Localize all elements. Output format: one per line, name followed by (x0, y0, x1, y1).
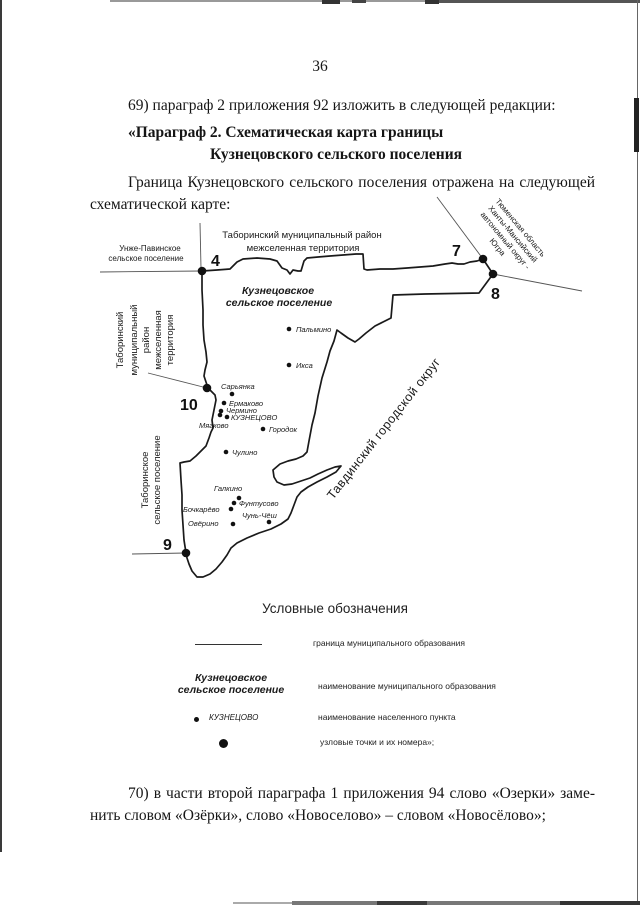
map-label-unzhe-pavinskoe-line1: Унже-Павинское (119, 244, 181, 253)
taborinskoe-line1: Таборинское (140, 452, 151, 509)
vertical-word-2: муниципальный (129, 305, 140, 376)
scan-artifact-bottom-dash (560, 901, 640, 905)
settlement-point-ovyorino (230, 521, 236, 527)
map-label-tavdinsky-okrug: Тавдинский городской округ (324, 355, 443, 502)
thin-line-node4-north (199, 222, 202, 269)
settlement-point-myagkovo (217, 412, 223, 418)
node-number-4: 4 (211, 253, 220, 270)
scan-artifact-top-dash (425, 0, 439, 4)
scan-artifact-top-dash (352, 0, 366, 3)
legend-settlement-dot-symbol (194, 717, 199, 722)
node-point-9 (181, 548, 191, 558)
heading-line-1: «Параграф 2. Схематическая карта границы (128, 124, 444, 141)
legend-title: Условные обозначения (262, 601, 408, 616)
settlement-point-kuznetsovo (224, 414, 230, 420)
node-points (181, 254, 498, 558)
scan-artifact-top-band (110, 0, 640, 2)
neighbour-boundary-lines (99, 196, 583, 555)
map-label-chun-chyosh: Чунь-Чёш (242, 511, 278, 520)
scan-artifact-left-edge (0, 0, 2, 852)
intro-line-1: Граница Кузнецовского сельского поселени… (128, 174, 595, 191)
map-label-taborinsky-district-line2: межселенная территория (247, 243, 360, 254)
scan-artifact-bottom-band (292, 901, 640, 905)
thin-line-node7-northeast (436, 196, 484, 260)
thin-line-node9-west (131, 552, 187, 555)
map-label-gorodok: Городок (269, 425, 297, 434)
node-number-7: 7 (452, 243, 461, 260)
node-number-8: 8 (491, 286, 500, 303)
map-label-palmino: Пальмино (296, 325, 331, 334)
settlement-point-galkino (236, 495, 242, 501)
paragraph-70-line-2: нить словом «Озёрки», слово «Новоселово»… (90, 807, 546, 824)
scan-artifact-bottom-dash (377, 901, 427, 905)
legend-municipality-name-symbol: Кузнецовское сельское поселение (160, 672, 302, 696)
settlement-point-chulino (223, 449, 229, 455)
map-label-myagkovo: Мягково (199, 421, 229, 430)
legend-node-label: узловые точки и их номера»; (320, 737, 435, 747)
paragraph-70-line-1: 70) в части второй параграфа 1 приложени… (128, 785, 595, 802)
settlement-point-gorodok (260, 426, 266, 432)
map-label-funtusovo: Фунтусово (239, 499, 279, 508)
settlement-point-iksa (286, 362, 292, 368)
map-label-chulino: Чулино (232, 448, 257, 457)
scan-artifact-right-blob (634, 98, 639, 152)
map-label-kuznetsovo: КУЗНЕЦОВО (231, 413, 277, 422)
legend-settlement-name-symbol: КУЗНЕЦОВО (209, 713, 259, 722)
map-label-unzhe-pavinskoe-line2: сельское поселение (108, 254, 184, 263)
legend-boundary-label: граница муниципального образования (313, 638, 466, 648)
node-point-7 (478, 254, 488, 264)
paragraph-69: 69) параграф 2 приложения 92 изложить в … (128, 97, 556, 114)
map-label-galkino: Галкино (214, 484, 242, 493)
intro-line-2: схематической карте: (90, 196, 231, 213)
thin-line-node10-west (147, 372, 208, 389)
settlement-points (217, 326, 292, 527)
map-label-bochkaryovo: Бочкарёво (183, 505, 220, 514)
settlement-point-ermakovo (221, 400, 227, 406)
scan-artifact-top-dash (322, 0, 340, 4)
heading-line-2: Кузнецовского сельского поселения (210, 146, 463, 163)
vertical-word-3: район (141, 327, 152, 353)
legend-municipality-label: наименование муниципального образования (318, 681, 496, 691)
vertical-word-1: Таборинский (115, 312, 126, 369)
scan-artifact-right-edge (636, 0, 638, 905)
page-number: 36 (312, 58, 328, 75)
scan-artifact-top-band-dark (430, 0, 640, 3)
settlement-point-palmino (286, 326, 292, 332)
map-label-ovyorino: Овёрино (188, 519, 219, 528)
node-point-4 (197, 266, 207, 276)
legend-municipality-name-line1: Кузнецовское (194, 672, 268, 684)
thin-line-node8-southeast (492, 273, 583, 292)
settlement-point-funtusovo (231, 500, 237, 506)
scan-artifact-bottom-band (233, 902, 293, 904)
map-label-taborinsky-district-vertical: Таборинский муниципальный район межселен… (115, 305, 176, 376)
map-label-tyumen-oblast: Тюменская область Ханты-Мансийский автон… (479, 197, 548, 271)
thin-line-node4-west (99, 270, 203, 273)
legend-settlement-label: наименование населенного пункта (318, 712, 456, 722)
settlement-point-chermino (218, 408, 224, 414)
map-label-iksa: Икса (296, 361, 313, 370)
legend-municipality-name-line2: сельское поселение (177, 684, 285, 696)
legend-node-dot-symbol (219, 739, 228, 748)
map-label-kuznetsovskoe-line2: сельское поселение (226, 297, 333, 309)
settlement-point-bochkaryovo (228, 506, 234, 512)
node-number-10: 10 (180, 397, 198, 414)
map-label-taborinsky-district-line1: Таборинский муниципальный район (222, 230, 381, 241)
settlement-point-chun-chyosh (266, 519, 272, 525)
node-point-8 (488, 269, 498, 279)
map-label-ermakovo: Ермаково (229, 399, 263, 408)
municipal-boundary-outline (179, 253, 494, 578)
map-label-taborinskoe-vertical: Таборинское сельское поселение (140, 435, 163, 524)
map-label-saryanka: Сарьянка (221, 382, 255, 391)
map-label-kuznetsovskoe-line1: Кузнецовское (242, 285, 314, 297)
node-number-9: 9 (163, 537, 172, 554)
vertical-word-4: межселенная (153, 310, 164, 370)
vertical-word-5: территория (165, 315, 176, 366)
taborinskoe-line2: сельское поселение (152, 435, 163, 524)
node-point-10 (202, 383, 212, 393)
settlement-point-saryanka (229, 391, 235, 397)
map-label-chermino: Чермино (226, 406, 257, 415)
legend-boundary-line-symbol (195, 644, 262, 645)
